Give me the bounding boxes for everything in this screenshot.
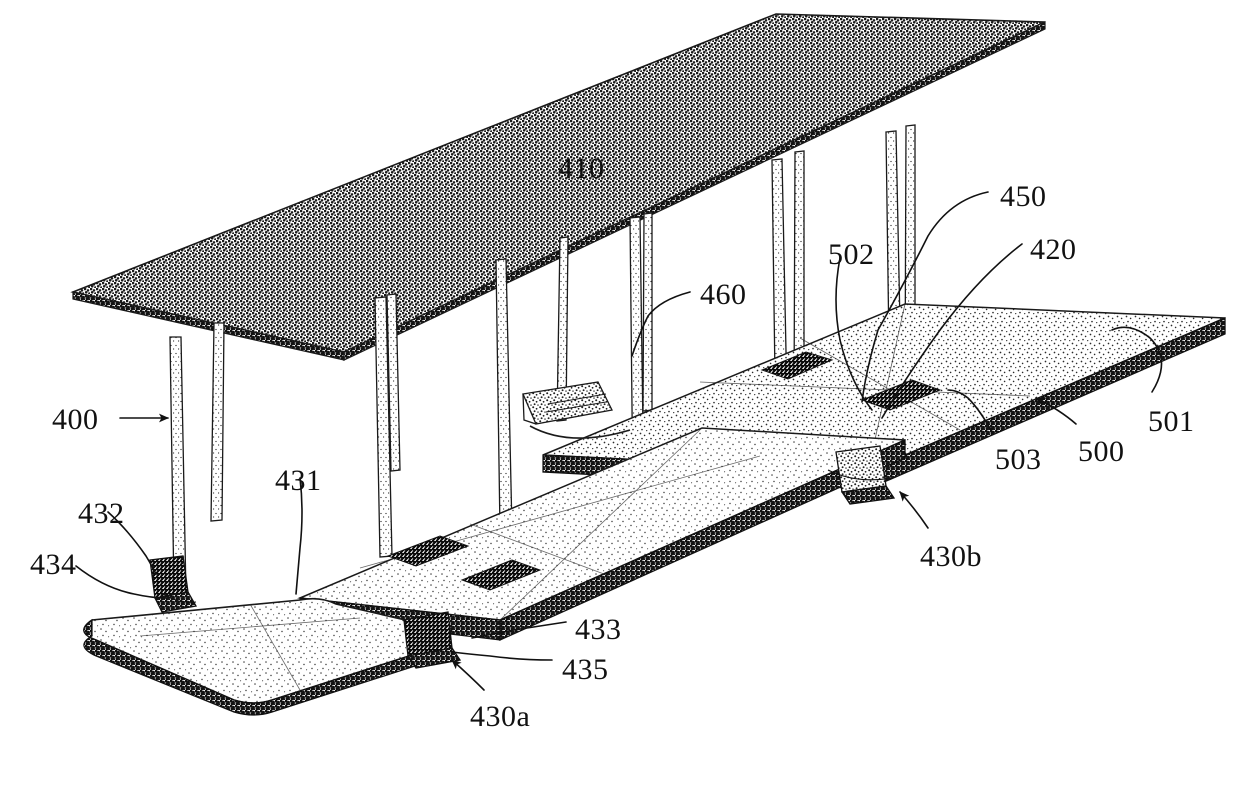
- callout-label-500: 500: [1078, 435, 1125, 468]
- left-connector-block-432: [149, 555, 189, 599]
- callout-label-433: 433: [575, 613, 622, 646]
- leader-430b-arrow: [899, 491, 929, 529]
- left-connector-tab: [160, 591, 197, 603]
- callout-label-503: 503: [995, 443, 1042, 476]
- left-plate-seams: [139, 603, 361, 691]
- leader-503: [947, 389, 993, 433]
- leader-430a-arrow: [451, 659, 485, 691]
- right-plate-pad-a: [760, 351, 834, 380]
- left-connector-base-434: [154, 591, 198, 613]
- callout-label-420: 420: [1030, 233, 1077, 266]
- spring-clip-arm: [529, 425, 631, 439]
- spring-clip-lip: [522, 393, 537, 425]
- right-connector-tab: [827, 469, 893, 481]
- post-460-b: [556, 236, 569, 422]
- leader-460: [631, 291, 691, 357]
- callout-label-431: 431: [275, 464, 322, 497]
- right-plate-pad-b: [860, 379, 942, 411]
- upper-plate-410: [70, 13, 1046, 361]
- connector-group: [149, 445, 896, 669]
- leader-450: [861, 191, 989, 403]
- post-431-b: [210, 322, 225, 522]
- callout-label-460: 460: [700, 278, 747, 311]
- spring-clip-line-1: [547, 393, 607, 405]
- callout-label-410: 410: [558, 152, 605, 185]
- spring-clip-line-2: [545, 401, 607, 413]
- leader-433: [471, 621, 567, 639]
- leader-502: [835, 257, 873, 411]
- right-connector-block-430b: [835, 445, 887, 493]
- leader-420: [881, 243, 1023, 419]
- leader-434: [75, 565, 167, 599]
- lower-plate-pad-a: [386, 535, 470, 567]
- callout-label-450: 450: [1000, 180, 1047, 213]
- lower-plate-pad-b: [460, 559, 542, 591]
- post-431-d: [386, 293, 401, 472]
- callout-label-430a: 430a: [470, 700, 531, 733]
- leader-501: [1111, 326, 1163, 393]
- left-plate-edge-band: [83, 618, 449, 716]
- upper-plate-right-edge: [343, 21, 1046, 361]
- callout-label-434: 434: [30, 548, 77, 581]
- leader-432: [107, 511, 157, 575]
- spring-clip-body: [522, 381, 613, 425]
- callout-label-502: 502: [828, 238, 875, 271]
- callout-label-501: 501: [1148, 405, 1195, 438]
- callout-label-430b: 430b: [920, 540, 982, 573]
- leader-435: [451, 651, 553, 661]
- leader-lines: [75, 191, 1163, 691]
- spring-clip-450: [522, 381, 631, 439]
- callout-label-400: 400: [52, 403, 99, 436]
- callout-label-432: 432: [78, 497, 125, 530]
- leader-500-arrow: [1035, 397, 1077, 425]
- right-connector-base: [840, 485, 896, 505]
- leader-431: [295, 477, 303, 595]
- callout-label-435: 435: [562, 653, 609, 686]
